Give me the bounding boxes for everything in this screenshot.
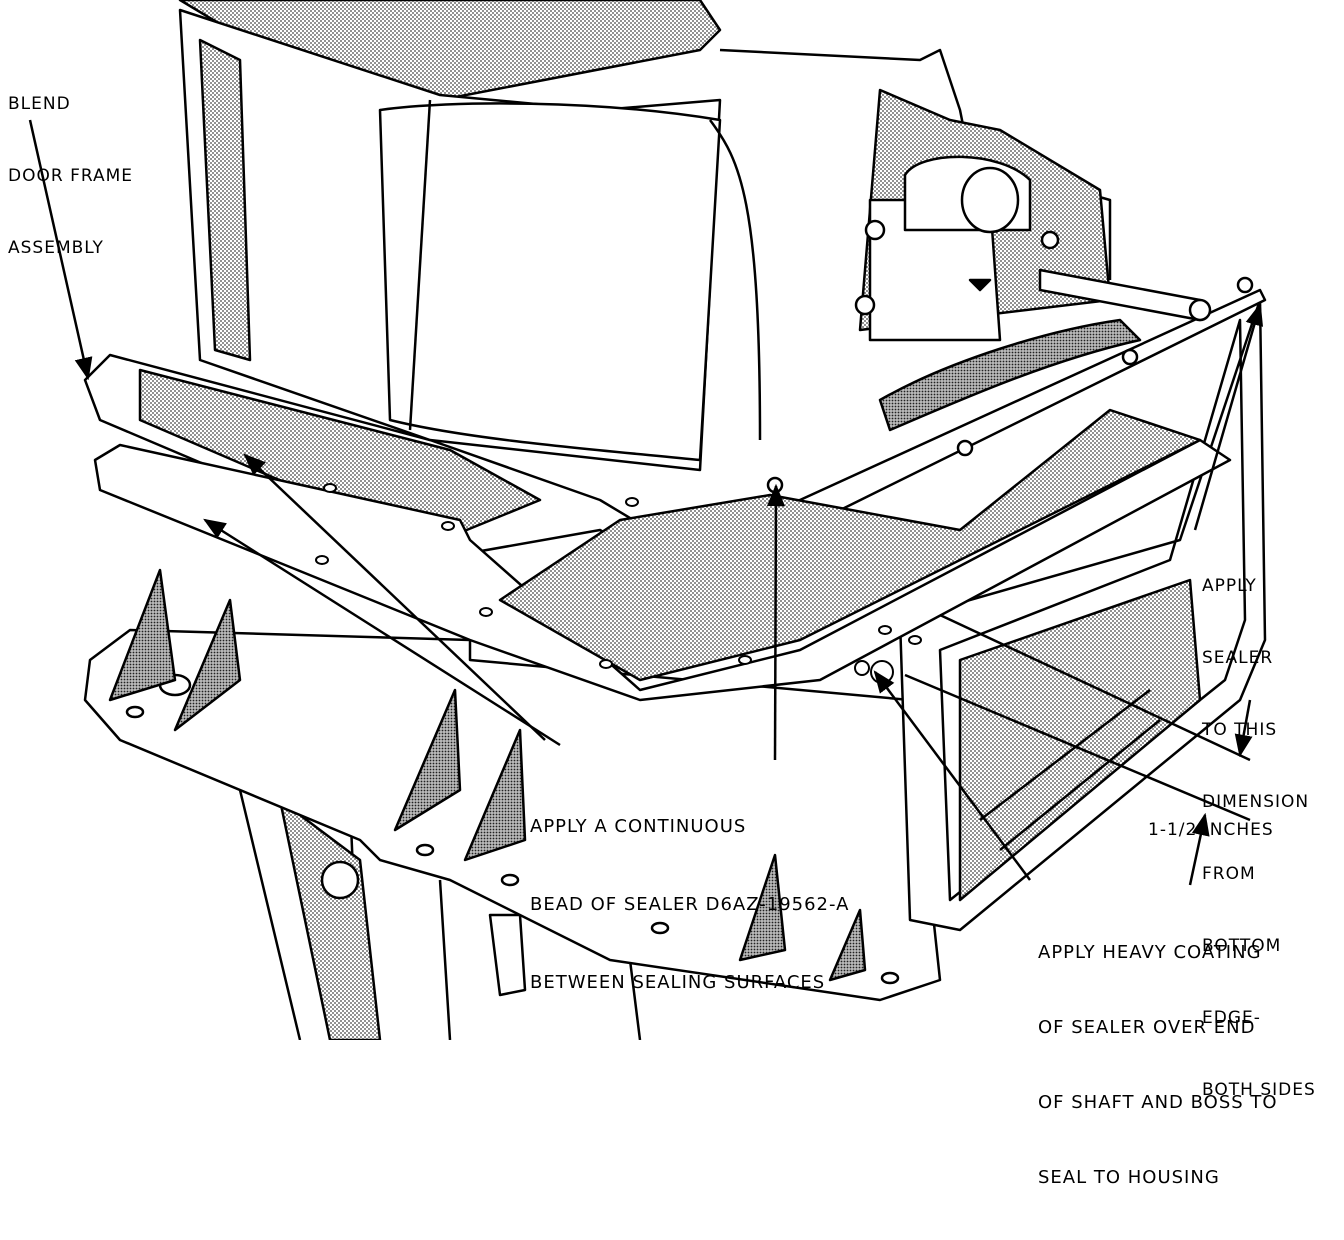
label-line: APPLY HEAVY COATING (1038, 942, 1262, 963)
label-line: DOOR FRAME (8, 166, 134, 186)
blend-door-illustration (28, 0, 1267, 1042)
label-line: APPLY (1202, 576, 1257, 596)
label-line: BETWEEN SEALING SURFACES (530, 972, 826, 993)
diagram-canvas: BLEND DOOR FRAME ASSEMBLY APPLY A CONTIN… (8, 0, 1315, 1188)
label-line: BLEND (8, 94, 71, 114)
label-line: 1-1/2 INCHES (1148, 820, 1274, 840)
label-line: OF SHAFT AND BOSS TO (1038, 1092, 1278, 1113)
label-line: ASSEMBLY (8, 238, 104, 258)
label-continuous-bead: APPLY A CONTINUOUS BEAD OF SEALER D6AZ-1… (530, 762, 849, 1048)
label-dimension-1-1-2: 1-1/2 INCHES (1148, 770, 1274, 890)
label-line: OF SEALER OVER END (1038, 1017, 1256, 1038)
label-line: BOTTOM (1202, 936, 1282, 956)
label-line: EDGE- (1202, 1008, 1261, 1028)
label-line: TO THIS (1202, 720, 1278, 740)
label-heavy-coating: APPLY HEAVY COATING OF SEALER OVER END O… (1038, 890, 1278, 1240)
label-line: SEAL TO HOUSING (1038, 1167, 1220, 1188)
housing-body (83, 0, 1267, 1042)
label-line: FROM (1202, 864, 1256, 884)
label-line: BEAD OF SEALER D6AZ-19562-A (530, 894, 850, 915)
label-blend-door-frame: BLEND DOOR FRAME ASSEMBLY (8, 44, 133, 308)
label-line: APPLY A CONTINUOUS (530, 816, 747, 837)
label-line: SEALER (1202, 648, 1274, 668)
label-line: DIMENSION (1202, 792, 1310, 812)
leader-lines (28, 119, 1264, 886)
